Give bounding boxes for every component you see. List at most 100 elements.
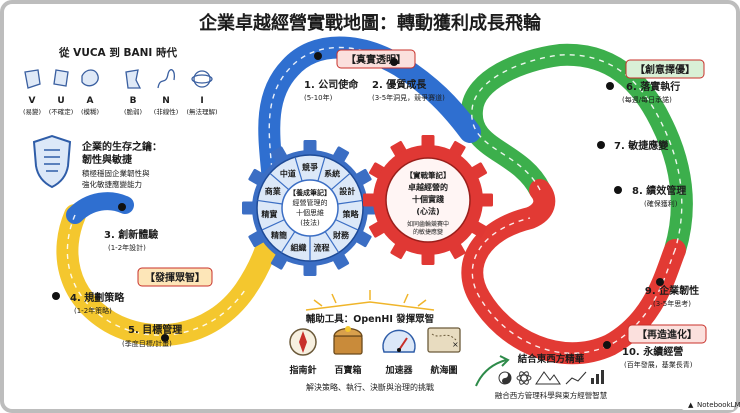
nonlinear-icon	[157, 69, 176, 89]
vuca-meanings: (易變) (不確定) (模糊) (脆弱) (非線性) (無法理解)	[23, 107, 218, 116]
step-5-sub: (季度目標/計畫)	[122, 339, 172, 348]
step-8-dot	[614, 186, 622, 194]
blue-gear-center-1: 【養成筆記】	[289, 188, 331, 197]
step-3-dot	[118, 203, 126, 211]
phase-wisdom-tag: 【發揮眾智】	[137, 267, 213, 287]
incomprehensible-icon	[193, 70, 211, 88]
survival-title-1: 企業的生存之鑰：	[81, 140, 162, 153]
red-practice-gear: 【實戰筆記】 卓越經營的 十個實踐 (心法) 如同齒輪競賽中 的敏捷應變	[363, 135, 493, 265]
bani-letter-b: B	[130, 96, 137, 106]
arrow-icon	[475, 359, 507, 387]
step-1: 1. 公司使命 (5-10年)	[304, 78, 359, 102]
bani-meaning-n: (非線性)	[154, 107, 179, 116]
step-5-dot	[161, 334, 169, 342]
step-3-sub: (1-2年設計)	[108, 243, 146, 252]
blue-gear-divider	[337, 199, 363, 205]
compass-icon	[289, 328, 317, 356]
survival-desc-1: 積極穩固企業韌性與	[82, 168, 150, 178]
blue-gear-segment: 系統	[324, 169, 340, 179]
step-1-sub: (5-10年)	[304, 93, 333, 102]
step-2: 2. 優質成長 (3-5年洞見，競爭賽道)	[372, 78, 445, 102]
vuca-letter-a: A	[87, 96, 94, 106]
step-4-dot	[52, 292, 60, 300]
blue-gear-center-4: (技法)	[300, 218, 320, 227]
ambiguous-icon	[81, 69, 99, 87]
step-9: 9. 企業韌性 (3-5年思考)	[645, 284, 699, 308]
blue-gear-segment: 流程	[314, 242, 330, 252]
step-7: 7. 敏捷應變	[614, 139, 669, 152]
brittle-icon	[125, 69, 142, 89]
bani-letter-i: I	[200, 96, 203, 106]
red-gear-center-3: 十個實踐	[412, 194, 444, 204]
east-west-header: 結合東西方精華	[518, 353, 585, 365]
step-9-label: 9. 企業韌性	[645, 284, 699, 297]
blue-gear-segment: 中道	[280, 169, 296, 179]
step-10-dot	[603, 341, 611, 349]
step-6-dot	[606, 82, 614, 90]
phase-evolution-label: 【再造進化】	[637, 328, 697, 341]
step-1-dot	[314, 52, 322, 60]
blue-gear-divider	[330, 172, 351, 191]
vuca-letter-v: V	[29, 96, 36, 106]
speedometer-icon	[382, 329, 416, 353]
page-title: 企業卓越經營實戰地圖：轉動獲利成長飛輪	[198, 12, 542, 34]
svg-text:×: ×	[452, 340, 459, 349]
phase-evolution-tag: 【再造進化】	[627, 324, 707, 344]
step-9-sub: (3-5年思考)	[653, 299, 691, 308]
bani-letter-n: N	[162, 96, 170, 106]
blue-gear-center-2: 經營管理的	[293, 198, 328, 207]
red-gear-note-2: 的敏捷應變	[413, 228, 443, 236]
blue-gear-divider	[269, 172, 290, 191]
step-5: 5. 目標管理 (季度目標/計畫)	[122, 323, 182, 348]
step-10-label: 10. 永續經營	[622, 345, 683, 358]
step-2-label: 2. 優質成長	[372, 78, 427, 91]
vuca-meaning-v: (易變)	[23, 107, 41, 116]
blue-gear-segment: 商業	[265, 186, 282, 196]
step-8: 8. 績效管理 (確保獲利)	[632, 184, 686, 208]
step-4-label: 4. 規劃策略	[70, 291, 125, 304]
tool-accelerator-label: 加速器	[384, 364, 413, 376]
watermark: ▲ NotebookLM	[682, 398, 740, 410]
step-7-label: 7. 敏捷應變	[614, 139, 669, 152]
treasure-chest-icon	[333, 326, 363, 355]
mountain-icon	[535, 371, 561, 385]
blue-gear-segment: 組織	[290, 242, 306, 252]
tools-footer: 解決策略、執行、決斷與治理的挑戰	[306, 382, 434, 392]
growth-chart-icon	[565, 371, 587, 385]
vuca-icons	[24, 69, 213, 89]
step-4-sub: (1-2年策略)	[74, 306, 112, 315]
blue-gear-divider	[317, 156, 326, 182]
step-4: 4. 規劃策略 (1-2年策略)	[70, 291, 125, 315]
vuca-bani-header: 從 VUCA 到 BANI 時代	[58, 46, 177, 59]
phase-truth-tag: 【真實透明】	[336, 49, 416, 69]
survival-desc-2: 強化敏捷應變能力	[82, 179, 142, 189]
blue-gear-segment: 競爭	[302, 162, 318, 172]
shield-icon	[32, 134, 72, 189]
step-7-dot	[597, 141, 605, 149]
tool-map-label: 航海圖	[430, 364, 457, 376]
step-1-label: 1. 公司使命	[304, 78, 359, 91]
bar-chart-icon	[591, 370, 604, 384]
east-west-section: 結合東西方精華 融合西方管理科學與東方經營智慧	[475, 353, 608, 400]
bani-meaning-i: (無法理解)	[186, 107, 217, 116]
phase-wisdom-label: 【發揮眾智】	[145, 271, 205, 284]
blue-gear-divider	[335, 219, 359, 231]
step-8-label: 8. 績效管理	[632, 184, 686, 197]
step-9-dot	[656, 278, 664, 286]
yin-yang-icon	[498, 371, 512, 385]
vuca-meaning-u: (不確定)	[49, 107, 74, 116]
blue-gear-segment: 精實	[261, 209, 277, 219]
tool-chest-label: 百寶箱	[334, 364, 361, 376]
svg-text:▲: ▲	[688, 401, 694, 409]
phase-innovation-tag: 【創意擇優】	[625, 59, 705, 79]
tool-compass-label: 指南針	[289, 364, 316, 376]
step-6-label: 6. 落實執行	[626, 80, 680, 93]
tools-header: 輔助工具：OpenHI 發揮眾智	[306, 313, 434, 325]
step-6-sub: (每週/每日承諾)	[622, 95, 672, 104]
survival-title-2: 韌性與敏捷	[82, 153, 133, 166]
blue-gear-divider	[261, 219, 285, 231]
blue-gear-divider	[324, 231, 340, 253]
